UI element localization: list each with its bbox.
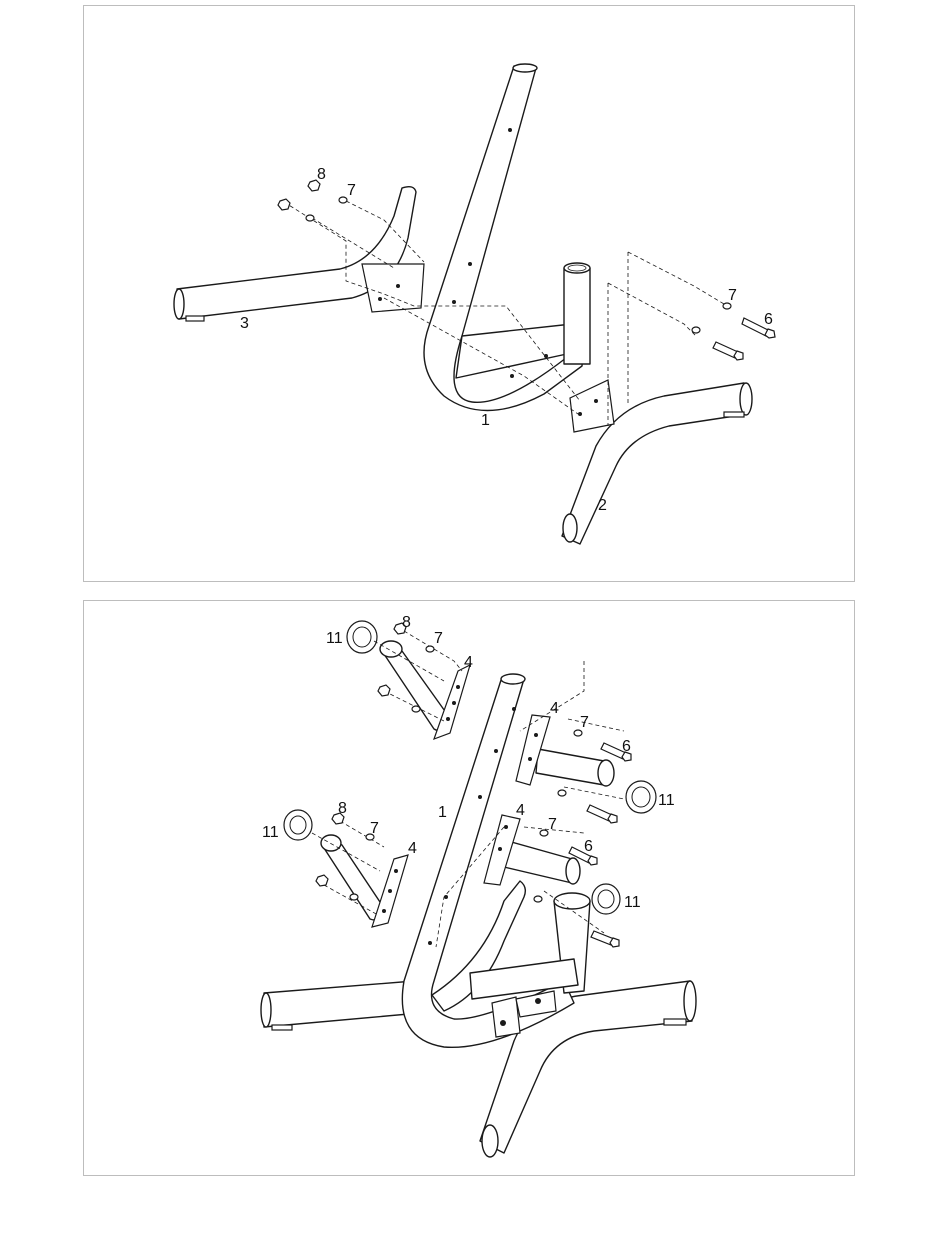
label-collar-2: 11 [658, 792, 675, 809]
nut-upper-left-2 [378, 685, 390, 696]
bracket-upper-left [434, 665, 470, 739]
label-washer-1: 7 [434, 630, 443, 647]
washer-upper-left [426, 646, 434, 652]
base-right-end-2 [740, 383, 752, 415]
label-washer-3: 7 [548, 816, 557, 833]
label-bracket-4: 4 [408, 840, 417, 857]
frame-top-cap [513, 64, 537, 72]
frame-socket [564, 268, 590, 364]
collar-upper-right [626, 781, 656, 813]
label-nut-1: 8 [402, 614, 411, 631]
bottom-assembly-diagram: 11 8 7 4 4 7 6 11 1 4 7 6 11 11 8 7 4 [84, 601, 856, 1177]
frame-top-cap [501, 674, 525, 684]
label-frame: 1 [481, 412, 490, 429]
label-nut-2: 8 [338, 800, 347, 817]
washer-lower-right-2 [534, 896, 542, 902]
label-bolt: 6 [764, 311, 773, 328]
nut-left-lower [278, 199, 290, 210]
left-mount-plate [362, 264, 424, 312]
top-assembly-panel: 8 7 3 1 2 7 6 [83, 5, 855, 582]
label-collar-4: 11 [262, 824, 279, 841]
label-nut: 8 [317, 166, 326, 183]
socket-top [554, 893, 590, 909]
washer-part-7-left [339, 197, 347, 203]
horn-lower-left [322, 842, 386, 920]
label-bracket-1: 4 [464, 654, 473, 671]
label-bracket-2: 4 [550, 700, 559, 717]
right-mount-plate [570, 380, 614, 432]
base-left-end [174, 289, 184, 319]
base-right-end [563, 514, 577, 542]
label-collar-1: 11 [326, 630, 343, 647]
collar-lower-left [284, 810, 312, 840]
horn-upper-right [536, 749, 609, 785]
base-left [264, 981, 420, 1027]
bottom-assembly-panel: 11 8 7 4 4 7 6 11 1 4 7 6 11 11 8 7 4 [83, 600, 855, 1176]
label-washer-right: 7 [728, 287, 737, 304]
collar-upper-left [347, 621, 377, 653]
label-bracket-3: 4 [516, 802, 525, 819]
label-collar-3: 11 [624, 894, 641, 911]
washer-right-lower [692, 327, 700, 333]
label-frame: 1 [438, 804, 447, 821]
label-washer-2: 7 [580, 714, 589, 731]
label-washer-left: 7 [347, 182, 356, 199]
label-base-left: 3 [240, 315, 249, 332]
base-bracket-1 [492, 997, 520, 1037]
washer-upper-right-2 [558, 790, 566, 796]
washer-lower-left-2 [350, 894, 358, 900]
top-assembly-diagram: 8 7 3 1 2 7 6 [84, 6, 856, 583]
washer-lower-right [540, 830, 548, 836]
washer-left-lower [306, 215, 314, 221]
label-washer-4: 7 [370, 820, 379, 837]
label-bolt-1: 6 [622, 738, 631, 755]
nut-lower-left-2 [316, 875, 328, 886]
collar-lower-right [592, 884, 620, 914]
label-base-right: 2 [598, 497, 607, 514]
washer-upper-left-2 [412, 706, 420, 712]
label-bolt-2: 6 [584, 838, 593, 855]
